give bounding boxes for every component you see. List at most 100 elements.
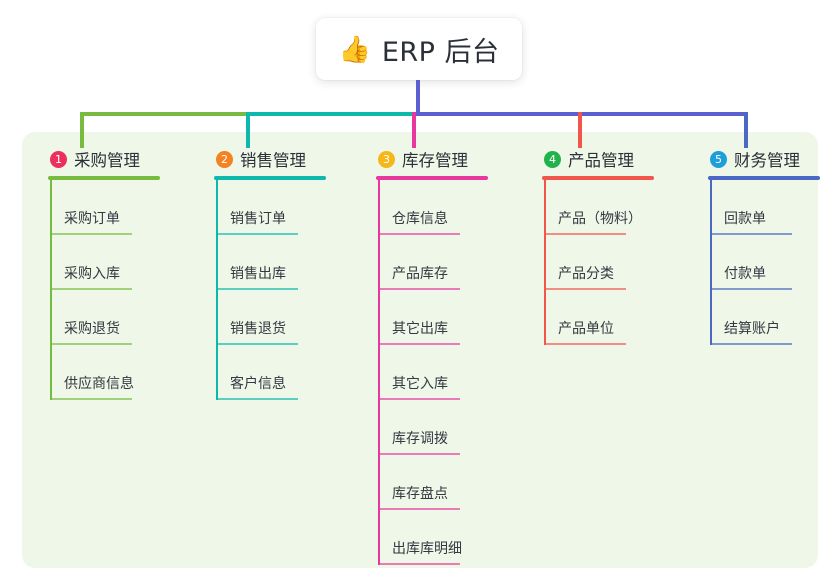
leaf-item-label: 产品库存 <box>392 266 448 282</box>
leaf-item-label: 其它入库 <box>392 376 448 392</box>
category-badge-4: 4 <box>544 150 561 168</box>
leaf-item[interactable]: 采购退货 <box>34 290 160 345</box>
category-spine-4 <box>544 180 546 345</box>
leaf-item-label: 采购入库 <box>64 266 120 282</box>
leaf-item[interactable]: 付款单 <box>694 235 820 290</box>
leaf-item-underline <box>378 563 460 565</box>
category-column-4: 4 产品管理产品（物料） 产品分类产品单位 <box>528 146 654 345</box>
leaf-item-underline <box>378 288 460 290</box>
leaf-item-underline <box>378 508 460 510</box>
leaf-item-label: 产品（物料） <box>558 211 642 227</box>
category-title: 库存管理 <box>402 151 468 170</box>
leaf-item[interactable]: 回款单 <box>694 180 820 235</box>
category-spine-1 <box>50 180 52 400</box>
leaf-item-underline <box>710 343 792 345</box>
category-underline-1 <box>48 176 160 180</box>
category-badge-1: 1 <box>50 150 67 168</box>
leaf-item-label: 采购订单 <box>64 211 120 227</box>
connector-drop-2 <box>246 112 250 148</box>
category-spine-3 <box>378 180 380 565</box>
category-items-4: 产品（物料） 产品分类产品单位 <box>528 180 654 345</box>
leaf-item-label: 结算账户 <box>724 321 780 337</box>
leaf-item-underline <box>216 343 298 345</box>
category-badge-5: 5 <box>710 150 727 168</box>
leaf-item-underline <box>544 233 626 235</box>
leaf-item-label: 库存盘点 <box>392 486 448 502</box>
category-items-1: 采购订单采购入库采购退货供应商信息 <box>34 180 160 400</box>
leaf-item-underline <box>378 398 460 400</box>
category-spine-2 <box>216 180 218 400</box>
category-items-3: 仓库信息产品库存其它出库其它入库库存调拨库存盘点出库库明细 <box>362 180 488 565</box>
leaf-item-underline <box>544 343 626 345</box>
leaf-item-label: 回款单 <box>724 211 766 227</box>
leaf-item-label: 采购退货 <box>64 321 120 337</box>
leaf-item[interactable]: 结算账户 <box>694 290 820 345</box>
leaf-item-label: 产品分类 <box>558 266 614 282</box>
category-items-5: 回款单付款单结算账户 <box>694 180 820 345</box>
leaf-item[interactable]: 采购入库 <box>34 235 160 290</box>
thumbs-up-icon: 👍 <box>338 34 371 64</box>
category-header-1[interactable]: 1 采购管理 <box>34 146 160 172</box>
leaf-item[interactable]: 销售出库 <box>200 235 326 290</box>
root-node[interactable]: 👍 ERP 后台 <box>316 18 522 80</box>
category-spine-5 <box>710 180 712 345</box>
leaf-item[interactable]: 其它出库 <box>362 290 488 345</box>
leaf-item-underline <box>216 288 298 290</box>
leaf-item-underline <box>378 233 460 235</box>
leaf-item[interactable]: 产品分类 <box>528 235 654 290</box>
leaf-item-underline <box>710 233 792 235</box>
leaf-item[interactable]: 仓库信息 <box>362 180 488 235</box>
leaf-item-underline <box>50 343 132 345</box>
category-column-3: 3 库存管理仓库信息产品库存其它出库其它入库库存调拨库存盘点出库库明细 <box>362 146 488 565</box>
category-header-3[interactable]: 3 库存管理 <box>362 146 488 172</box>
category-column-1: 1 采购管理采购订单采购入库采购退货供应商信息 <box>34 146 160 400</box>
leaf-item[interactable]: 销售退货 <box>200 290 326 345</box>
leaf-item-underline <box>50 233 132 235</box>
leaf-item[interactable]: 采购订单 <box>34 180 160 235</box>
leaf-item[interactable]: 出库库明细 <box>362 510 488 565</box>
category-badge-3: 3 <box>378 150 395 168</box>
connector-drop-1 <box>80 112 84 148</box>
connector-drop-4 <box>578 112 582 148</box>
connector-drop-5 <box>744 112 748 148</box>
category-title: 采购管理 <box>74 151 140 170</box>
leaf-item-underline <box>378 453 460 455</box>
leaf-item[interactable]: 销售订单 <box>200 180 326 235</box>
leaf-item-underline <box>216 233 298 235</box>
connector-segment-3 <box>412 112 582 116</box>
leaf-item-label: 仓库信息 <box>392 211 448 227</box>
diagram-panel <box>22 132 818 568</box>
leaf-item[interactable]: 产品库存 <box>362 235 488 290</box>
leaf-item-label: 付款单 <box>724 266 766 282</box>
category-underline-5 <box>708 176 820 180</box>
leaf-item-underline <box>50 398 132 400</box>
category-badge-2: 2 <box>216 150 233 168</box>
leaf-item[interactable]: 产品单位 <box>528 290 654 345</box>
leaf-item[interactable]: 客户信息 <box>200 345 326 400</box>
leaf-item[interactable]: 其它入库 <box>362 345 488 400</box>
leaf-item-label: 出库库明细 <box>392 541 462 557</box>
category-header-4[interactable]: 4 产品管理 <box>528 146 654 172</box>
leaf-item-label: 客户信息 <box>230 376 286 392</box>
leaf-item[interactable]: 产品（物料） <box>528 180 654 235</box>
leaf-item[interactable]: 库存调拨 <box>362 400 488 455</box>
category-title: 产品管理 <box>568 151 634 170</box>
category-items-2: 销售订单销售出库销售退货客户信息 <box>200 180 326 400</box>
leaf-item-label: 销售订单 <box>230 211 286 227</box>
root-title: ERP 后台 <box>381 36 500 68</box>
category-underline-2 <box>214 176 326 180</box>
leaf-item[interactable]: 库存盘点 <box>362 455 488 510</box>
root-stem <box>416 80 420 116</box>
leaf-item-underline <box>710 288 792 290</box>
leaf-item-label: 销售出库 <box>230 266 286 282</box>
leaf-item-label: 其它出库 <box>392 321 448 337</box>
connector-segment-4 <box>578 112 748 116</box>
leaf-item[interactable]: 供应商信息 <box>34 345 160 400</box>
leaf-item-label: 库存调拨 <box>392 431 448 447</box>
leaf-item-label: 产品单位 <box>558 321 614 337</box>
connector-segment-2 <box>246 112 416 116</box>
